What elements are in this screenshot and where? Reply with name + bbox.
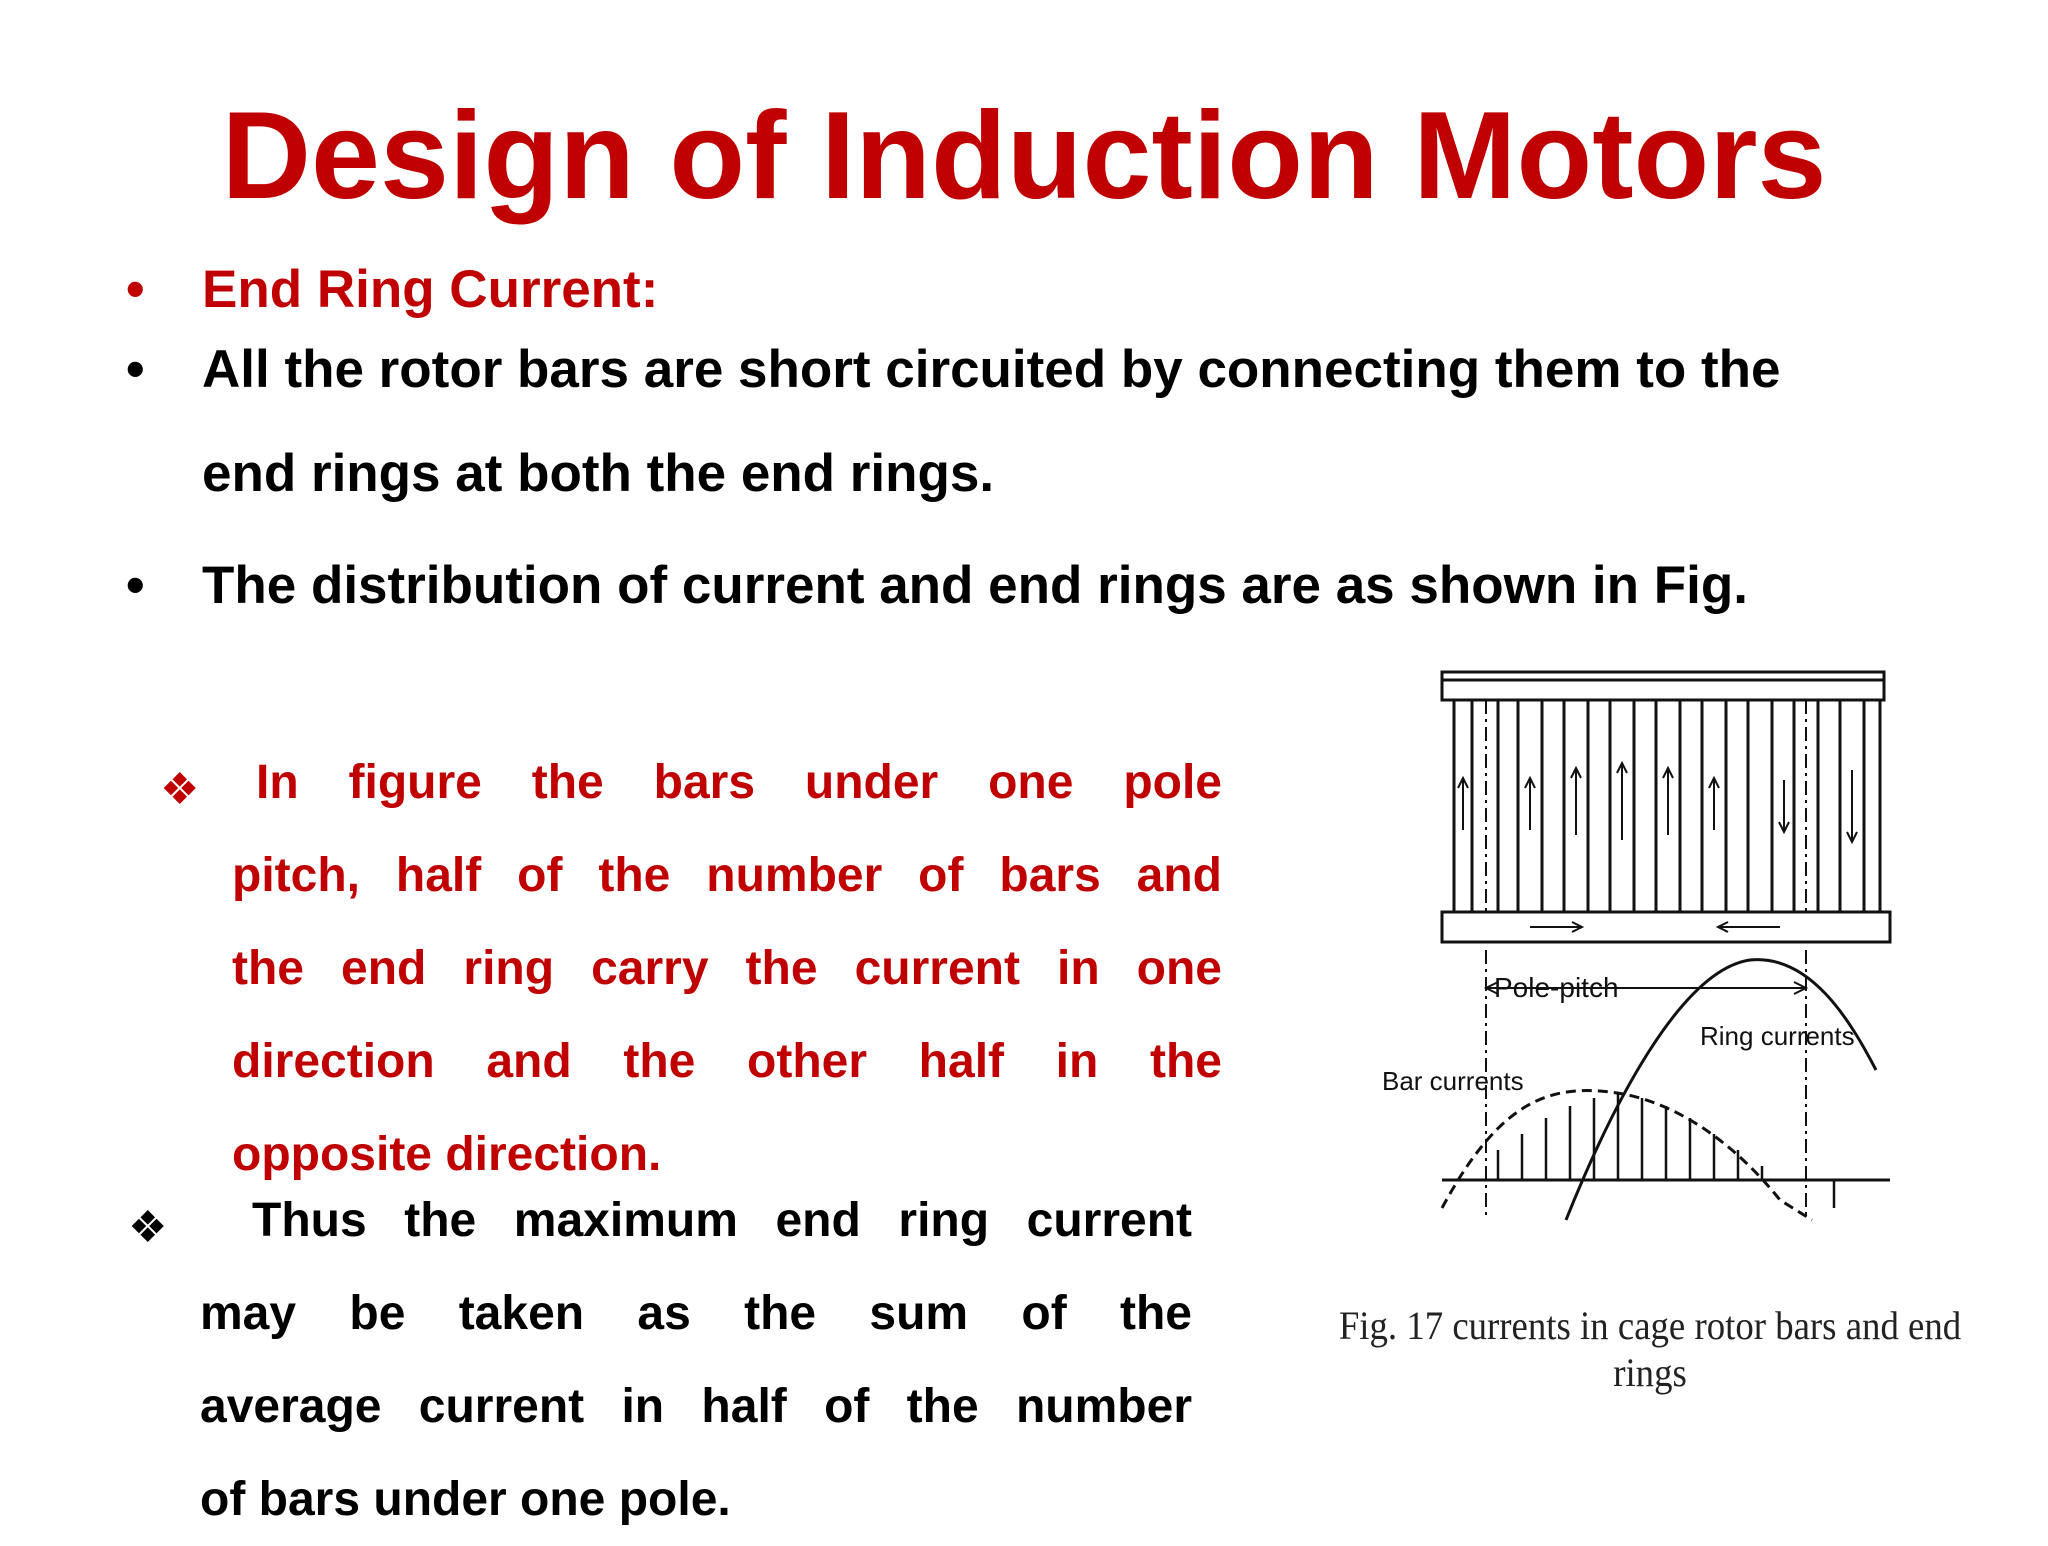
top-end-ring: [1440, 670, 1886, 702]
bullet-text: End Ring Current:: [202, 260, 659, 319]
rotor-bars: [1452, 700, 1882, 912]
paragraph-bars-under-pole: In figure the bars under one pole pitch,…: [232, 736, 1222, 1201]
diamond-bullet-icon: ❖: [128, 1203, 168, 1252]
bar-current-stems: [1496, 1094, 1836, 1208]
paragraph-line: of bars under one pole.: [200, 1473, 731, 1526]
ring-current-wave: [1564, 958, 1878, 1221]
paragraph-line: average current in half of the number: [200, 1380, 1192, 1433]
paragraph-line: In figure the bars under one pole: [256, 756, 1222, 809]
bullet-text-line2: end rings at both the end rings.: [202, 444, 995, 503]
bar-current-wave: [1440, 1089, 1813, 1222]
pole-centre-lines: [1485, 700, 1807, 1220]
ring-currents-label: Ring currents: [1700, 1021, 1855, 1051]
paragraph-line: direction and the other half in the: [232, 1035, 1222, 1088]
bullet-dot: •: [126, 556, 145, 615]
bar-current-arrows: [1457, 760, 1858, 845]
diamond-bullet-icon: ❖: [160, 765, 200, 814]
paragraph-line: may be taken as the sum of the: [200, 1287, 1192, 1340]
pole-pitch-label: Pole-pitch: [1494, 972, 1619, 1003]
paragraph-line: opposite direction.: [232, 1128, 662, 1181]
bar-currents-label: Bar currents: [1382, 1066, 1524, 1096]
paragraph-line: pitch, half of the number of bars and: [232, 849, 1222, 902]
paragraph-max-end-ring-current: Thus the maximum end ring current may be…: [200, 1174, 1192, 1546]
bullet-dot: •: [126, 340, 145, 399]
bullet-dot: •: [126, 260, 145, 319]
slide-title: Design of Induction Motors: [221, 87, 1827, 225]
cage-rotor-figure: Pole-pitch Ring currents Bar currents: [1382, 670, 1892, 1222]
paragraph-line: Thus the maximum end ring current: [252, 1194, 1192, 1247]
paragraph-line: the end ring carry the current in one: [232, 942, 1222, 995]
bullet-text-line1: All the rotor bars are short circuited b…: [202, 340, 1781, 399]
figure-caption: Fig. 17 currents in cage rotor bars and …: [1338, 1303, 1962, 1395]
bottom-end-ring: [1440, 910, 1892, 944]
bullet-text: The distribution of current and end ring…: [202, 556, 1748, 615]
